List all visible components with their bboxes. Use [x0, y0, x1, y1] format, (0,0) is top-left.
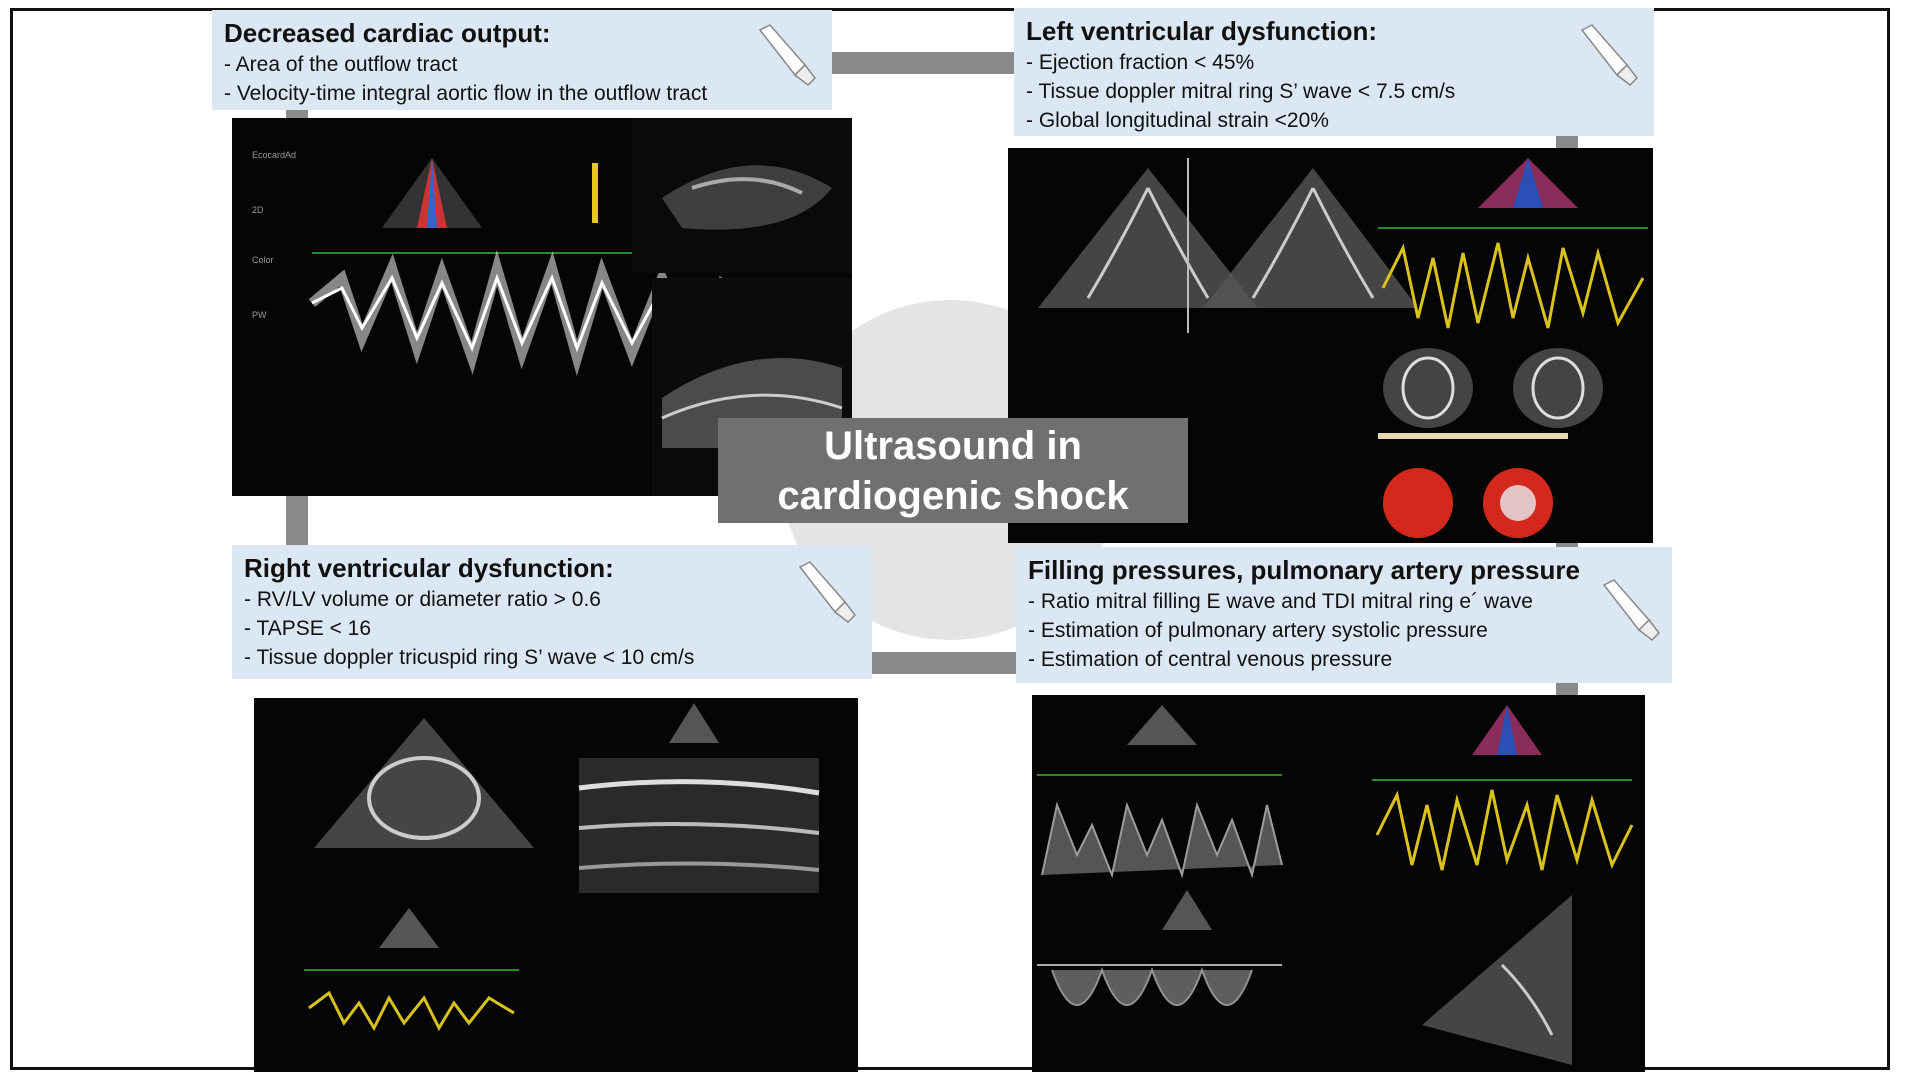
panel-title: Decreased cardiac output: — [224, 18, 551, 48]
center-title-box: Ultrasound in cardiogenic shock — [718, 418, 1188, 523]
panel-item: - Estimation of pulmonary artery systoli… — [1028, 619, 1488, 642]
panel-filling-pressures: Filling pressures, pulmonary artery pres… — [1016, 547, 1672, 683]
panel-cardiac-output: Decreased cardiac output: - Area of the … — [212, 10, 832, 110]
panel-title: Filling pressures, pulmonary artery pres… — [1028, 555, 1580, 585]
diagram-frame — [10, 8, 1890, 1070]
panel-item: - TAPSE < 16 — [244, 617, 372, 640]
center-title-line-2: cardiogenic shock — [777, 473, 1129, 518]
panel-item: - Estimation of central venous pressure — [1028, 648, 1393, 671]
connector-bottom — [870, 652, 1020, 674]
panel-item: - Ratio mitral filling E wave and TDI mi… — [1028, 590, 1533, 613]
panel-rv-dysfunction: Right ventricular dysfunction: - RV/LV v… — [232, 545, 872, 679]
panel-item: - Ejection fraction < 45% — [1026, 51, 1255, 74]
svg-text:Color: Color — [252, 255, 274, 265]
panel-title: Right ventricular dysfunction: — [244, 553, 614, 583]
panel-title: Left ventricular dysfunction: — [1026, 16, 1378, 46]
panel-item: - Tissue doppler tricuspid ring S’ wave … — [244, 646, 695, 669]
panel-item: - Velocity-time integral aortic flow in … — [224, 82, 708, 105]
ultrasound-image-filling-pressures — [1032, 695, 1645, 1072]
connector-top — [830, 52, 1020, 74]
panel-item: - Area of the outflow tract — [224, 53, 458, 76]
panel-item: - Tissue doppler mitral ring S’ wave < 7… — [1026, 80, 1456, 103]
panel-item: - Global longitudinal strain <20% — [1026, 109, 1329, 132]
ultrasound-probe-icon — [758, 24, 816, 86]
svg-text:PW: PW — [252, 310, 267, 320]
ultrasound-probe-icon — [798, 561, 856, 623]
panel-item: - RV/LV volume or diameter ratio > 0.6 — [244, 588, 601, 611]
svg-text:2D: 2D — [252, 205, 264, 215]
svg-text:EcocardAd: EcocardAd — [252, 150, 296, 160]
center-title-line-1: Ultrasound in — [824, 423, 1082, 468]
ultrasound-image-rv-dysfunction — [254, 698, 858, 1072]
ultrasound-probe-icon — [1602, 579, 1660, 641]
ultrasound-probe-icon — [1580, 24, 1638, 86]
panel-lv-dysfunction: Left ventricular dysfunction: - Ejection… — [1014, 8, 1654, 136]
